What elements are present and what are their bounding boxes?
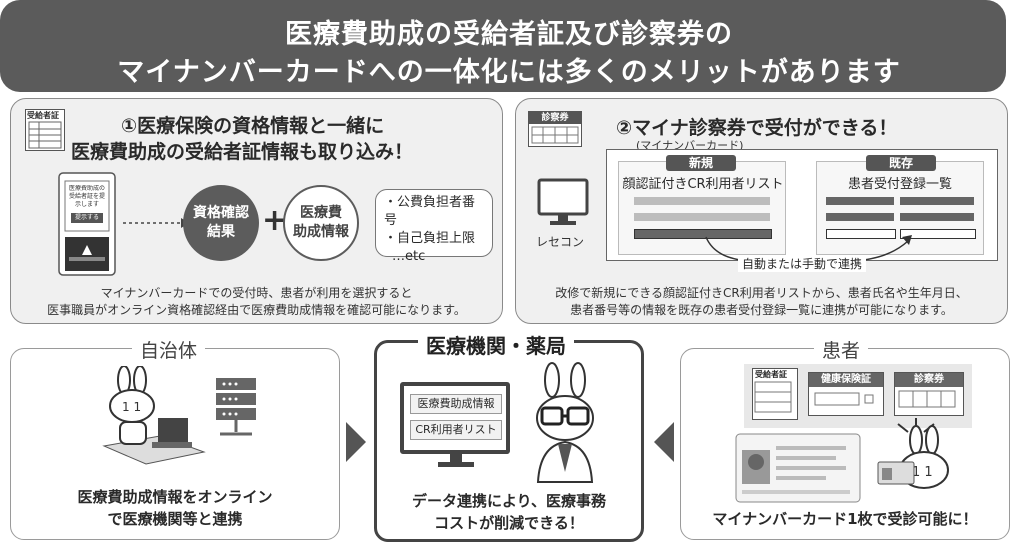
municipality-caption-line2: で医療機関等と連携: [107, 510, 243, 528]
link-label: 自動または手動で連携: [738, 255, 867, 272]
existing-list-row-new: [900, 229, 976, 239]
subsidy-info-circle: 医療費 助成情報: [283, 185, 359, 261]
new-list-title: 顔認証付きCR利用者リスト: [622, 177, 784, 192]
municipality-heading: 自治体: [132, 336, 206, 363]
panel2-note: 改修で新規にできる顔認証付きCR利用者リストから、患者氏名や生年月日、 患者番号…: [516, 285, 1007, 319]
screen-item-subsidy: 医療費助成情報: [410, 394, 502, 414]
new-list-row-selected: [634, 229, 772, 239]
new-list-row: [634, 213, 770, 221]
patient-consultation-label: 診察券: [895, 373, 963, 387]
arrow-right-icon: [346, 422, 366, 462]
banner-title-line2: マイナンバーカードへの一体化には多くのメリットがあります: [117, 57, 901, 88]
mascot-rabbit-with-card-icon: 1 1: [877, 418, 949, 489]
institution-monitor: [400, 382, 510, 454]
existing-list-row-new: [826, 229, 896, 239]
kiosk-screen-text: 医療費助成の受給者証を提示します: [68, 185, 105, 208]
existing-list-row: [900, 197, 974, 205]
insurance-card-label: 健康保険証: [809, 373, 883, 387]
consultation-card-icon: 診察券: [528, 111, 582, 147]
institution-heading: 医療機関・薬局: [418, 330, 574, 359]
municipality-caption: 医療費助成情報をオンライン で医療機関等と連携: [10, 486, 340, 530]
dotted-arrow-icon: [123, 218, 189, 228]
mascot-rabbit-at-pc-icon: 1 1: [102, 366, 206, 465]
patient-certificate-label: 受給者証: [755, 370, 787, 379]
banner-title-line1: 医療費助成の受給者証及び診察券の: [285, 19, 733, 50]
bubble-item-3: …etc: [392, 249, 426, 264]
certificate-card-label: 受給者証: [27, 111, 59, 120]
screen-item-cr-list: CR利用者リスト: [410, 420, 502, 440]
face-auth-kiosk: 医療費助成の受給者証を提示します 提示する: [57, 171, 117, 277]
subsidy-info-bubble: ・公費負担者番号 ・自己負担上限 …etc: [375, 189, 493, 264]
eligibility-result-circle: 資格確認 結果: [183, 185, 259, 261]
arrow-left-icon: [654, 422, 674, 462]
new-tag: 新規: [666, 155, 736, 171]
existing-list-row: [826, 197, 894, 205]
existing-list-box: [816, 161, 984, 255]
bubble-item-1: ・公費負担者番号: [384, 195, 476, 228]
certificate-card-icon: 受給者証: [25, 109, 65, 151]
computer-monitor-icon: [537, 178, 589, 225]
patient-caption: マイナンバーカード1枚で受診可能に！: [712, 510, 978, 528]
existing-list-row: [826, 213, 894, 221]
existing-list-row: [900, 213, 974, 221]
receipt-computer-label: レセコン: [536, 235, 585, 249]
institution-caption-line2: コストが削減できる！: [434, 514, 584, 532]
plus-icon: +: [262, 203, 288, 238]
panel2-subtitle: (マイナンバーカード): [636, 139, 744, 152]
panel2-note-line2: 患者番号等の情報を既存の患者受付登録一覧に連携が可能になります。: [570, 303, 953, 317]
kiosk-present-button[interactable]: 提示する: [71, 213, 103, 223]
panel2-title: ②マイナ診察券で受付ができる！: [616, 117, 898, 139]
patient-certificate-card: 受給者証: [752, 368, 798, 420]
server-icon: [216, 378, 256, 436]
panel1-note: マイナンバーカードでの受付時、患者が利用を選択すると 医事職員がオンライン資格確…: [11, 285, 502, 319]
institution-caption-line1: データ連携により、医療事務: [411, 492, 607, 510]
panel1-title-line1: ①医療保険の資格情報と一緒に: [121, 115, 385, 137]
panel1-note-line1: マイナンバーカードでの受付時、患者が利用を選択すると: [100, 286, 413, 300]
panel1-note-line2: 医事職員がオンライン資格確認経由で医療費助成情報を確認可能になります。: [47, 303, 466, 317]
patient-consultation-card: 診察券: [894, 372, 964, 416]
merit-panel-2: 診察券 ②マイナ診察券で受付ができる！ (マイナンバーカード) レセコン 新規 …: [515, 98, 1008, 324]
svg-text:1 1: 1 1: [122, 400, 141, 414]
panel2-note-line1: 改修で新規にできる顔認証付きCR利用者リストから、患者氏名や生年月日、: [555, 286, 968, 300]
insurance-card: 健康保険証: [808, 372, 884, 416]
panel1-title-line2: 医療費助成の受給者証情報も取り込み！: [71, 141, 414, 163]
header-banner: 医療費助成の受給者証及び診察券の マイナンバーカードへの一体化には多くのメリット…: [0, 0, 1006, 92]
monitor-stand-icon: [438, 454, 474, 467]
bubble-item-2: ・自己負担上限: [384, 231, 476, 246]
merit-panel-1: 受給者証 ①医療保険の資格情報と一緒に 医療費助成の受給者証情報も取り込み！ 医…: [10, 98, 503, 324]
existing-tag: 既存: [866, 155, 936, 171]
mascot-rabbit-pharmacist-icon: [536, 362, 594, 483]
patient-heading: 患者: [814, 336, 869, 363]
new-list-row: [634, 197, 770, 205]
existing-list-title: 患者受付登録一覧: [847, 177, 952, 192]
institution-caption: データ連携により、医療事務 コストが削減できる！: [374, 490, 644, 534]
consultation-card-label: 診察券: [529, 112, 581, 124]
svg-text:1 1: 1 1: [912, 465, 933, 480]
mynumber-card-icon: [735, 433, 861, 503]
municipality-caption-line1: 医療費助成情報をオンライン: [77, 488, 273, 506]
